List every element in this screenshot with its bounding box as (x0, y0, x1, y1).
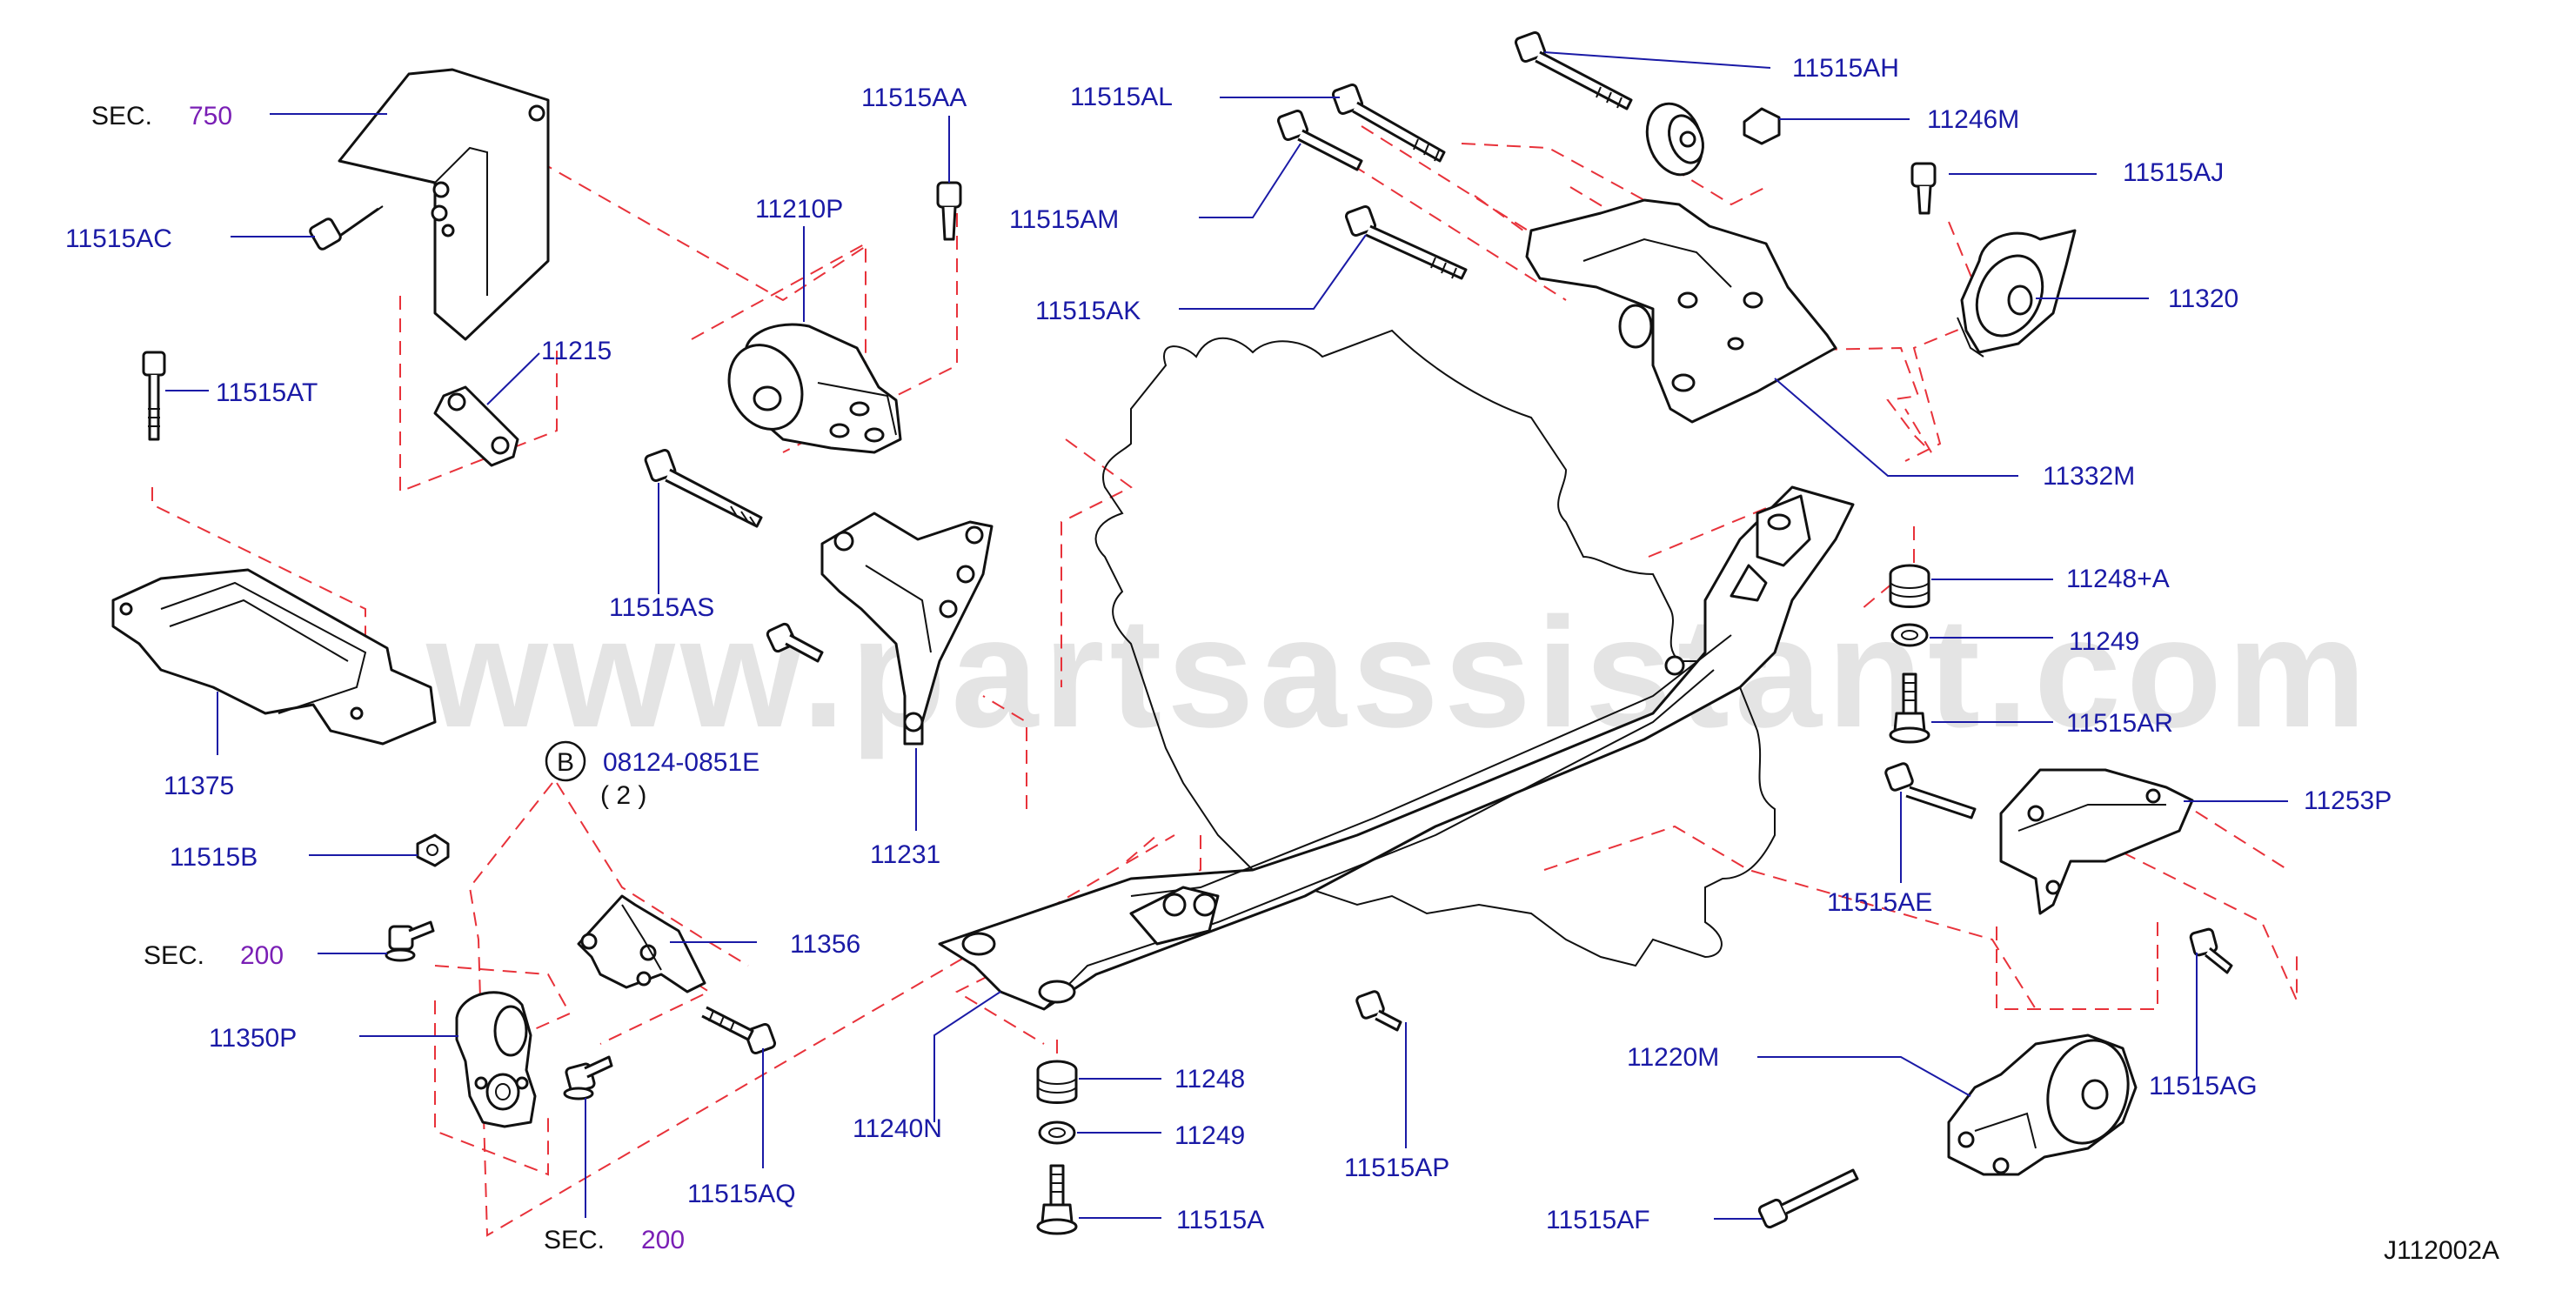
label-11515AT: 11515AT (216, 378, 318, 407)
label-11515AJ: 11515AJ (2123, 158, 2224, 187)
label-11249-center: 11249 (1174, 1121, 1245, 1150)
label-11515AK: 11515AK (1035, 297, 1141, 325)
label-11320: 11320 (2168, 284, 2238, 313)
label-11332M: 11332M (2043, 462, 2135, 491)
label-11515AC: 11515AC (65, 224, 172, 253)
label-11515AA: 11515AA (861, 84, 967, 112)
bolt-11515A (1036, 1164, 1078, 1235)
label-11515AH: 11515AH (1792, 54, 1899, 83)
bolt-11515AC (309, 205, 384, 251)
callout-labels: SEC. 750 11515AC 11215 11515AT 11375 115… (65, 54, 2499, 1265)
sec200a-prefix: SEC. (144, 941, 204, 970)
bolt-11515AK (1344, 204, 1468, 280)
bolt-11515AE (1884, 762, 1977, 819)
label-11246M: 11246M (1927, 105, 2019, 134)
label-11220M: 11220M (1627, 1043, 1719, 1072)
bolt-11515AR (1889, 672, 1930, 744)
sec750-number: 750 (189, 102, 232, 130)
bolt-sec200-upper (385, 920, 435, 962)
label-11249-right: 11249 (2069, 627, 2139, 656)
label-11356: 11356 (790, 930, 860, 959)
label-11515AR: 11515AR (2066, 709, 2173, 738)
label-11231: 11231 (870, 840, 940, 869)
part-11320-mount (1957, 229, 2077, 358)
label-11515AL: 11515AL (1070, 83, 1173, 111)
label-11515AP: 11515AP (1344, 1154, 1449, 1182)
label-11248: 11248 (1174, 1065, 1245, 1094)
part-11248A-stopper (1889, 564, 1930, 608)
bolt-11515AG (2189, 927, 2233, 974)
sec750-bracket (338, 68, 550, 341)
part-11249-washer-right (1890, 623, 1929, 647)
part-11356-bracket (577, 894, 706, 993)
bolt-11515AT (142, 351, 166, 441)
leader-lines (165, 51, 2288, 1220)
part-11240N-crossmember (938, 485, 1855, 1011)
label-11253P: 11253P (2304, 786, 2392, 815)
label-11515AS: 11515AS (609, 593, 714, 622)
sec200b-prefix: SEC. (544, 1226, 605, 1254)
part-11246M-insulator (1645, 102, 1781, 177)
bolt-11515AM (1276, 109, 1363, 171)
callout-b-circle (545, 740, 586, 782)
nut-11515B (416, 833, 450, 867)
bolt-11515AP (1355, 990, 1402, 1032)
part-11210P-mount (727, 323, 902, 454)
label-11515AM: 11515AM (1009, 205, 1119, 234)
part-11375-mount-plate (111, 568, 437, 746)
watermark: www.partsassistant.com (425, 585, 2372, 760)
label-11240N: 11240N (853, 1114, 942, 1143)
sec750-prefix: SEC. (91, 102, 152, 130)
label-11515A: 11515A (1176, 1206, 1264, 1234)
label-11515AF: 11515AF (1546, 1206, 1650, 1234)
part-11215-plate (433, 385, 519, 467)
bolt-08124-0851E (766, 622, 824, 663)
part-11248-stopper (1036, 1060, 1078, 1104)
callout-b-letter: B (557, 748, 574, 777)
label-11515AQ: 11515AQ (687, 1180, 796, 1208)
part-11249-washer-center (1038, 1120, 1076, 1145)
bolt-11515AS (644, 449, 763, 528)
bolt-11515AQ (701, 1006, 777, 1055)
label-11515AG: 11515AG (2149, 1072, 2258, 1100)
label-11215: 11215 (541, 337, 612, 365)
diagram-code: J112002A (2384, 1236, 2499, 1265)
part-11231-bracket (820, 512, 994, 746)
label-11248A: 11248+A (2066, 565, 2170, 593)
label-08124-0851E: 08124-0851E (603, 748, 759, 777)
label-11515B: 11515B (170, 843, 258, 872)
part-11332M-bracket (1525, 198, 1837, 424)
bolt-11515AL (1331, 83, 1446, 163)
bolt-sec200-lower (563, 1055, 613, 1100)
label-11515AE: 11515AE (1827, 888, 1932, 917)
sec200a-number: 200 (240, 941, 284, 970)
sec200b-number: 200 (641, 1226, 685, 1254)
label-11210P: 11210P (755, 195, 843, 224)
label-11375: 11375 (164, 772, 234, 800)
part-11253P-bracket (1999, 768, 2194, 915)
part-11350P-mount (455, 991, 537, 1128)
part-11220M-mount (1947, 1033, 2138, 1176)
engine-block-outline (1094, 329, 1776, 967)
bolt-11515AF (1757, 1168, 1859, 1229)
bolt-11515AJ (1910, 162, 1937, 215)
bolt-11515AA (936, 181, 962, 241)
label-08124-qty: ( 2 ) (600, 781, 646, 810)
bolt-11515AH (1514, 30, 1633, 110)
label-11350P: 11350P (209, 1024, 297, 1053)
